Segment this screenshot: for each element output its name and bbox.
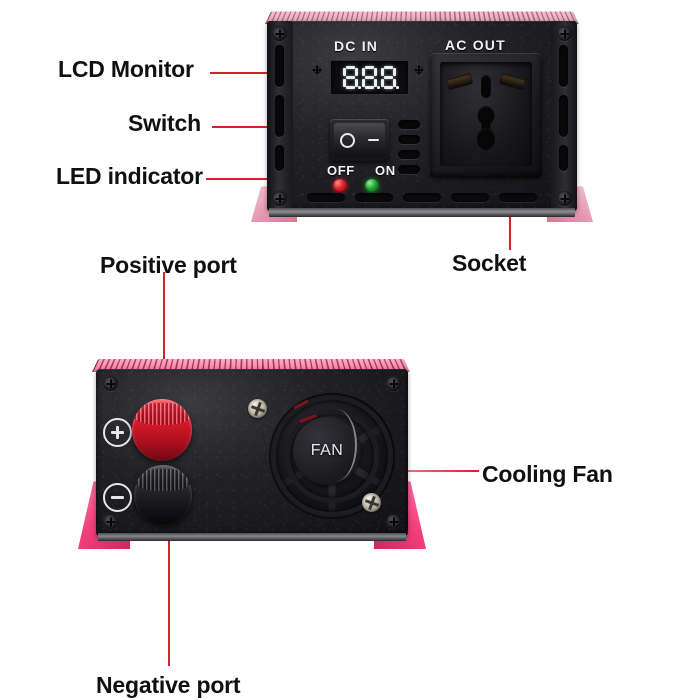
- chassis-screw: [272, 26, 287, 41]
- socket-slot-right: [499, 72, 526, 91]
- chassis-screw: [103, 376, 118, 391]
- negative-terminal[interactable]: [134, 465, 192, 525]
- chassis-screw: [103, 514, 118, 529]
- socket-slot-left: [446, 72, 473, 91]
- chassis-screw: [272, 191, 287, 206]
- callout-label-led-indicator: LED indicator: [56, 163, 203, 189]
- vent-slot: [451, 193, 489, 202]
- leader-line-led-indicator: [206, 178, 326, 180]
- red-led: [333, 179, 347, 193]
- vent-slot: [559, 45, 568, 87]
- socket-slot-figure-eight: [477, 106, 495, 150]
- display-digit: [381, 66, 399, 89]
- vent-slot: [398, 120, 420, 129]
- rocker-power-switch[interactable]: [330, 119, 389, 161]
- callout-label-switch: Switch: [128, 110, 201, 136]
- panel-screw: [415, 66, 423, 74]
- vent-slot: [499, 193, 537, 202]
- callout-label-negative-port: Negative port: [96, 672, 241, 698]
- right-side-rail: [551, 21, 577, 211]
- callout-label-lcd-monitor: LCD Monitor: [58, 56, 194, 82]
- leader-line-socket: [509, 202, 511, 250]
- chassis-screw: [386, 514, 401, 529]
- positive-polarity-icon: [103, 418, 132, 447]
- fan-arc-icon: [315, 409, 357, 481]
- negative-polarity-icon: [103, 483, 132, 512]
- vent-slot: [307, 193, 345, 202]
- green-led: [365, 179, 379, 193]
- callout-label-positive-port: Positive port: [100, 252, 237, 278]
- chassis-screw: [557, 191, 572, 206]
- chassis-screw: [386, 376, 401, 391]
- fan-ring-outer: [271, 395, 393, 517]
- vent-slot: [398, 165, 420, 174]
- vent-slot: [275, 95, 284, 137]
- chassis-base-edge: [269, 208, 575, 217]
- vent-slot: [275, 45, 284, 87]
- inverter-rear-panel: FAN: [78, 355, 426, 565]
- fan-mount-screw: [248, 399, 267, 418]
- socket-slot-center: [481, 75, 491, 98]
- callout-label-socket: Socket: [452, 250, 527, 276]
- front-face-plate: DC IN AC OUT: [267, 21, 577, 211]
- positive-terminal[interactable]: [132, 399, 192, 461]
- vent-slot: [403, 193, 441, 202]
- vent-slot: [275, 145, 284, 171]
- power-on-line-icon: [367, 138, 379, 142]
- leader-line-negative-port: [168, 518, 170, 666]
- inverter-front-panel: DC IN AC OUT: [251, 8, 593, 230]
- vent-slot: [355, 193, 393, 202]
- caption-ac-out: AC OUT: [445, 37, 506, 53]
- left-side-rail: [267, 21, 293, 211]
- power-off-circle-icon: [340, 132, 356, 148]
- vent-slot: [559, 95, 568, 137]
- rocker-button[interactable]: [334, 123, 385, 157]
- rear-face-plate: FAN: [96, 369, 408, 536]
- vent-slot: [559, 145, 568, 171]
- display-digit: [343, 66, 361, 89]
- leader-line-positive-port: [163, 272, 165, 410]
- panel-screw: [313, 66, 321, 74]
- vent-slot: [398, 150, 420, 159]
- switch-on-label: ON: [375, 163, 396, 178]
- callout-label-cooling-fan: Cooling Fan: [482, 461, 613, 487]
- ac-universal-socket[interactable]: [430, 53, 542, 178]
- display-digit: [362, 66, 380, 89]
- chassis-screw: [557, 26, 572, 41]
- switch-off-label: OFF: [327, 163, 355, 178]
- fan-mount-screw: [362, 493, 381, 512]
- chassis-base-edge: [98, 533, 406, 541]
- vent-slot: [398, 135, 420, 144]
- caption-dc-in: DC IN: [334, 38, 379, 54]
- seven-segment-display: [330, 60, 409, 95]
- socket-recess: [440, 62, 532, 166]
